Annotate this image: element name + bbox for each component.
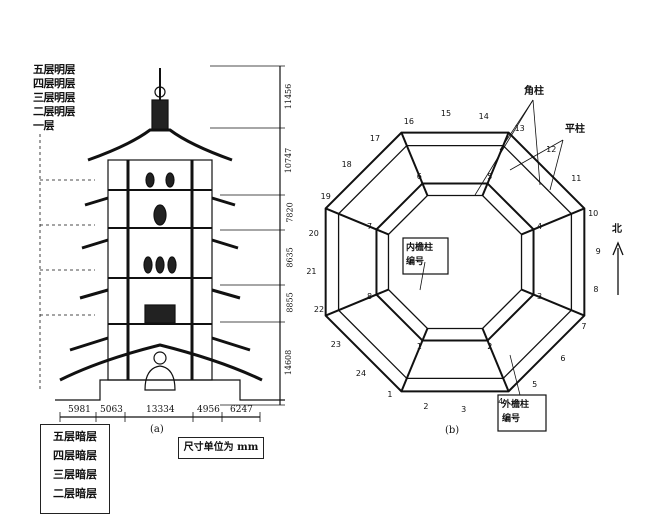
outer-column-label: 外檐柱 编号 [502,398,529,426]
outer-column-number: 14 [478,111,489,121]
radial-beam [481,132,510,196]
outer-column-number: 5 [532,379,538,389]
dark-storey-label: 五层暗层 [53,430,97,443]
radial-beam [400,328,429,392]
outer-column-number: 1 [387,390,393,400]
outer-column-number: 16 [403,117,414,127]
storey-label: 三层明层 [33,91,76,104]
inner-column-number: 7 [367,221,373,231]
outer-label-line: 外檐柱 [502,400,530,410]
inner-column-number: 3 [536,292,543,302]
inner-column-label: 内檐柱 编号 [406,241,433,269]
outer-column-number: 21 [306,267,317,277]
radial-beam [325,288,389,317]
corner-column-label: 角柱 [524,86,544,97]
radial-beam [325,207,389,236]
inner-column-number: 6 [416,172,422,181]
radial-beam [521,288,585,317]
storey-label: 二层明层 [33,105,76,118]
inner-column-number: 8 [367,292,373,302]
outer-column-number: 18 [341,159,352,169]
storey-label: 一层 [33,119,55,132]
storey-label: 五层明层 [33,63,76,76]
outer-column-number: 4 [498,396,504,406]
horizontal-dim: 5063 [100,405,123,415]
inner-column-number: 5 [487,172,493,181]
outer-column-number: 23 [330,339,341,349]
outer-column-number: 7 [581,321,587,331]
inner-label-line: 内檐柱 [406,243,434,253]
horizontal-dim: 4956 [197,405,220,415]
outer-column-number: 17 [369,134,381,144]
dark-storey-legend: 五层暗层 四层暗层 三层暗层 二层暗层 [40,424,110,514]
outer-column-number: 12 [546,145,557,155]
flat-column-label: 平柱 [565,124,585,135]
outer-column-number: 3 [461,404,467,414]
dark-storey-label: 三层暗层 [53,468,97,481]
inner-column-number: 4 [536,221,543,231]
outer-column-number: 2 [423,402,429,412]
outer-column-number: 24 [355,368,367,378]
radial-beam [481,328,510,392]
outer-column-number: 13 [514,123,525,133]
inner-label-line: 编号 [406,257,425,267]
section-caption: (a) [150,424,164,435]
north-label: 北 [612,224,622,235]
outer-column-number: 6 [560,354,566,364]
dark-storey-label: 二层暗层 [53,487,97,500]
radial-beam [400,132,429,196]
outer-column-number: 10 [588,208,599,218]
radial-beam [521,207,585,236]
horizontal-dim: 13334 [146,405,175,415]
unit-note: 尺寸单位为 mm [178,437,264,459]
horizontal-dim: 5981 [68,405,91,415]
outer-column-number: 22 [313,305,325,315]
inner-column-number: 1 [416,341,422,351]
storey-label: 四层明层 [33,77,76,90]
outer-column-number: 11 [571,174,582,184]
dark-storey-label: 四层暗层 [53,449,97,462]
outer-label-line: 编号 [502,414,521,424]
outer-column-number: 15 [440,109,452,119]
outer-column-number: 20 [308,228,319,238]
inner-column-number: 2 [487,341,493,351]
outer-column-number: 19 [320,192,331,202]
horizontal-dim: 6247 [230,405,253,415]
plan-caption: (b) [445,425,460,436]
outer-column-number: 9 [595,246,601,256]
outer-column-number: 8 [593,285,599,295]
